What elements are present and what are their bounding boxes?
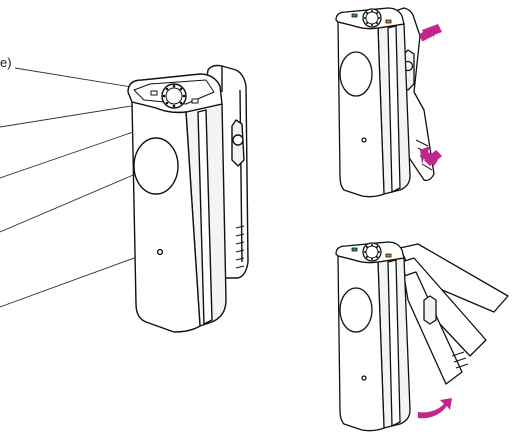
leader-line (15, 68, 150, 90)
swing-device (336, 242, 508, 431)
top-button-icon (363, 243, 381, 261)
mic-hole-icon (362, 376, 366, 380)
led-right-icon (192, 99, 198, 103)
clip-ghost-near (404, 272, 462, 384)
led-orange-icon (386, 20, 391, 23)
leader-line (0, 102, 156, 127)
lens-icon (340, 288, 372, 332)
squeeze-arrows-icon (419, 24, 442, 166)
squeeze-device (336, 8, 434, 197)
led-orange-icon (386, 254, 391, 257)
top-button-icon (162, 84, 186, 108)
led-left-icon (151, 91, 157, 95)
lens-icon (134, 138, 178, 194)
mic-hole-icon (362, 138, 366, 142)
lens-icon (340, 52, 372, 96)
main-device (128, 66, 248, 333)
leader-line (0, 250, 156, 307)
leader-line (0, 170, 145, 232)
led-green-icon (352, 248, 357, 251)
top-button-icon (363, 9, 381, 27)
swing-arrow-icon (418, 398, 452, 419)
led-green-icon (352, 14, 357, 17)
mic-hole-icon (158, 250, 163, 255)
callout-label: e) (0, 55, 12, 70)
